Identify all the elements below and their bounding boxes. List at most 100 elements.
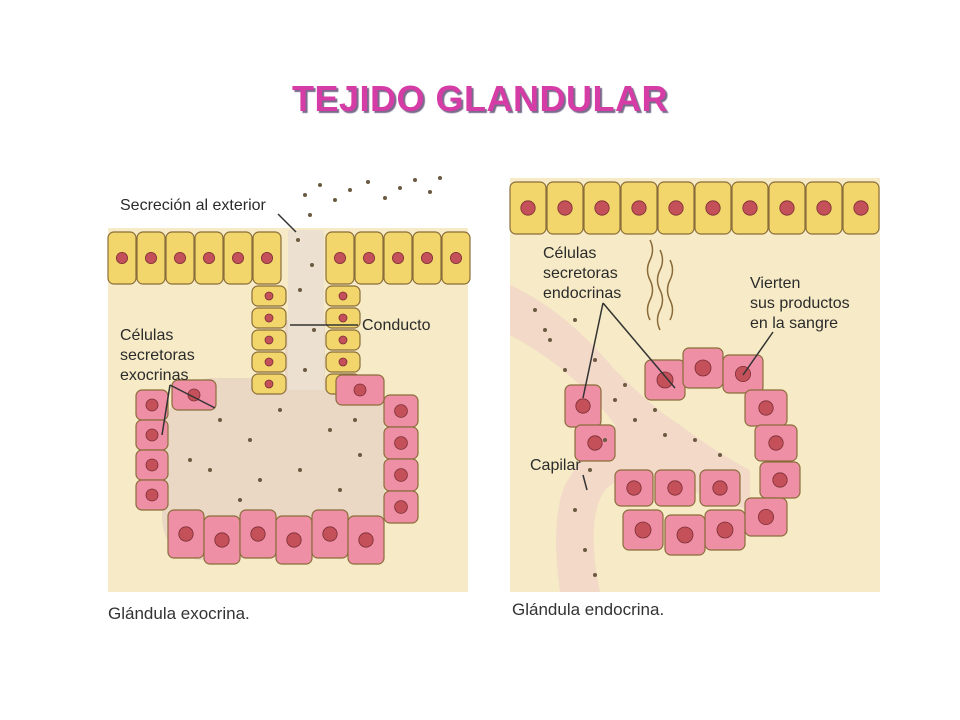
cell-nucleus (338, 357, 348, 367)
cell-nucleus (716, 521, 734, 539)
cell-nucleus (145, 488, 159, 502)
pointer-cells-b (169, 384, 216, 409)
cell-nucleus (634, 521, 652, 539)
cell-nucleus (631, 200, 647, 216)
label-products-line1: Vierten (750, 275, 800, 292)
cell-nucleus (772, 472, 788, 488)
cell-nucleus (420, 252, 433, 265)
secretion-dot (583, 548, 587, 552)
page-title: TEJIDO GLANDULAR (292, 78, 668, 119)
cell-nucleus (816, 200, 832, 216)
cell-nucleus (712, 480, 728, 496)
cell-nucleus (250, 526, 266, 542)
secretion-dot (663, 433, 667, 437)
secretion-dot (353, 418, 357, 422)
cell-nucleus (353, 383, 367, 397)
secretion-waves (646, 239, 674, 331)
pointer-secretion (277, 213, 297, 233)
secretion-dot (308, 213, 312, 217)
pointer-endo-cells-b (582, 302, 604, 399)
cell-nucleus (260, 252, 273, 265)
cell-nucleus (333, 252, 346, 265)
label-capillary: Capilar (530, 457, 581, 474)
duct-lumen (288, 230, 324, 390)
secretion-dot (310, 263, 314, 267)
epithelial-layer-top (509, 181, 880, 235)
secretion-dot (718, 453, 722, 457)
exocrine-secretory-cells (135, 374, 419, 565)
cell-nucleus (587, 435, 603, 451)
label-products-line2: sus productos (750, 295, 850, 312)
label-cells-line3: exocrinas (120, 367, 188, 384)
secretion-dot (588, 468, 592, 472)
cell-nucleus (594, 200, 610, 216)
secretion-dot (248, 438, 252, 442)
cell-nucleus (626, 480, 642, 496)
label-cells-line3: endocrinas (543, 285, 621, 302)
label-secretion: Secreción al exterior (120, 197, 267, 214)
cell-nucleus (757, 508, 774, 525)
secretion-dot (312, 328, 316, 332)
secretion-dot (333, 198, 337, 202)
pointer-capillary (582, 474, 588, 491)
secretion-dot (218, 418, 222, 422)
cell-nucleus (322, 526, 338, 542)
label-cells-line1: Células (120, 327, 173, 344)
label-cells-line2: secretoras (543, 265, 618, 282)
cell-nucleus (145, 398, 159, 412)
cell-nucleus (286, 532, 302, 548)
cell-nucleus (174, 252, 187, 265)
secretion-dot (438, 176, 442, 180)
secretion-dot (208, 468, 212, 472)
cell-nucleus (214, 532, 230, 548)
secretion-dot (593, 573, 597, 577)
cell-nucleus (449, 252, 462, 265)
secretion-dot (573, 508, 577, 512)
cell-nucleus (145, 458, 159, 472)
endocrine-caption: Glándula endocrina. (512, 600, 665, 619)
cell-nucleus (264, 357, 274, 367)
secretion-dot (303, 193, 307, 197)
label-products-line3: en la sangre (750, 315, 838, 332)
cell-nucleus (656, 371, 674, 389)
secretion-dot (238, 498, 242, 502)
secretion-dot (398, 186, 402, 190)
secretion-dot (653, 408, 657, 412)
secretion-dot (593, 358, 597, 362)
cell-nucleus (203, 252, 216, 265)
secretion-dot (258, 478, 262, 482)
pointer-products (742, 331, 774, 376)
secretion-dot (318, 183, 322, 187)
cell-nucleus (338, 313, 348, 323)
secretion-dot (563, 368, 567, 372)
secretion-dot (296, 238, 300, 242)
cell-nucleus (338, 291, 348, 301)
secretion-dot (278, 408, 282, 412)
secretion-dot (548, 338, 552, 342)
cell-nucleus (667, 480, 683, 496)
cell-nucleus (145, 252, 158, 265)
cell-nucleus (758, 400, 774, 416)
cell-nucleus (557, 200, 573, 216)
cell-nucleus (676, 526, 694, 544)
cell-nucleus (394, 468, 408, 482)
cell-nucleus (768, 435, 784, 451)
cell-nucleus (394, 404, 408, 418)
cell-nucleus (394, 500, 408, 514)
secretion-dot (328, 428, 332, 432)
cell-nucleus (264, 379, 274, 389)
cell-nucleus (231, 252, 244, 265)
cell-nucleus (668, 200, 684, 216)
cell-nucleus (264, 291, 274, 301)
epithelial-layer-right (325, 231, 471, 285)
cell-nucleus (145, 428, 159, 442)
secretion-dot (693, 438, 697, 442)
cell-nucleus (391, 252, 404, 265)
secretion-dot (188, 458, 192, 462)
blood-dots (533, 308, 722, 577)
secretion-dot (298, 288, 302, 292)
cell-nucleus (358, 532, 374, 548)
cell-nucleus (575, 398, 591, 414)
cell-nucleus (853, 200, 869, 216)
secretion-dot (533, 308, 537, 312)
